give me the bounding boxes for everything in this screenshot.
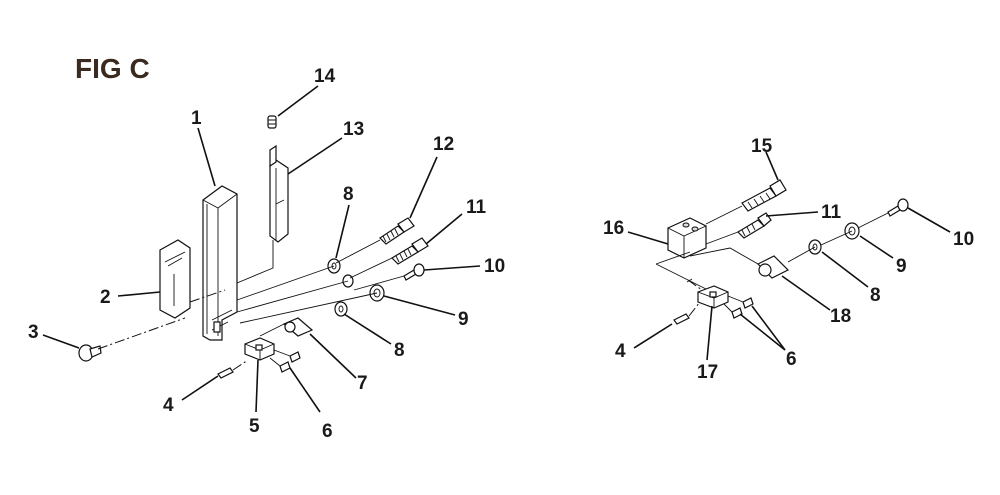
part-6-set-screws-right	[723, 295, 754, 319]
part-7-pin	[259, 317, 314, 337]
callout-11: 11	[466, 197, 487, 218]
callout-9: 9	[458, 309, 469, 330]
part-6-set-screws	[269, 349, 301, 373]
callout-17: 17	[697, 362, 718, 383]
callout-6-right: 6	[786, 349, 797, 370]
callout-15: 15	[751, 136, 773, 157]
callout-5: 5	[249, 416, 260, 437]
part-16-block	[667, 217, 707, 259]
callout-10: 10	[484, 256, 505, 277]
callout-6: 6	[322, 421, 333, 442]
part-4-pin-right	[673, 278, 703, 325]
callout-13: 13	[343, 119, 364, 140]
callout-10-right: 10	[953, 229, 974, 250]
part-11-cap-screw	[391, 237, 429, 265]
callout-11-right: 11	[821, 202, 842, 223]
part-4-pin	[217, 359, 249, 379]
callout-8-right: 8	[870, 285, 881, 306]
callout-12: 12	[433, 134, 454, 155]
callout-7: 7	[357, 373, 368, 394]
callout-14: 14	[314, 66, 336, 87]
part-14-set-screw	[267, 115, 277, 129]
part-9-spacer	[369, 284, 385, 302]
part-3-screw	[78, 344, 102, 362]
part-18-pin	[689, 247, 790, 279]
part-12-cap-screw	[379, 217, 415, 245]
figure-title: FIG C	[75, 53, 150, 84]
part-10-bolt-right	[887, 198, 909, 217]
right-assembly	[627, 151, 951, 361]
callout-4-right: 4	[615, 341, 626, 362]
part-8-washer-lower	[334, 301, 348, 317]
left-assembly	[42, 85, 481, 413]
callout-16: 16	[603, 218, 624, 239]
callout-3: 3	[28, 322, 39, 343]
part-5-block	[244, 337, 275, 361]
part-13-arm	[269, 144, 289, 243]
part-10-shoulder-bolt	[403, 263, 425, 281]
part-15-screw	[705, 179, 787, 225]
callout-8-lower: 8	[394, 340, 405, 361]
callout-18: 18	[830, 306, 851, 327]
part-1-vertical-bracket	[202, 185, 238, 341]
part-11-screw-right	[705, 212, 772, 245]
part-17-block	[697, 285, 729, 309]
callout-1: 1	[191, 108, 202, 129]
callout-4: 4	[163, 395, 174, 416]
callout-2: 2	[100, 287, 111, 308]
part-2-plate	[159, 239, 191, 319]
callout-8-upper: 8	[343, 184, 354, 205]
callout-9-right: 9	[896, 256, 907, 277]
